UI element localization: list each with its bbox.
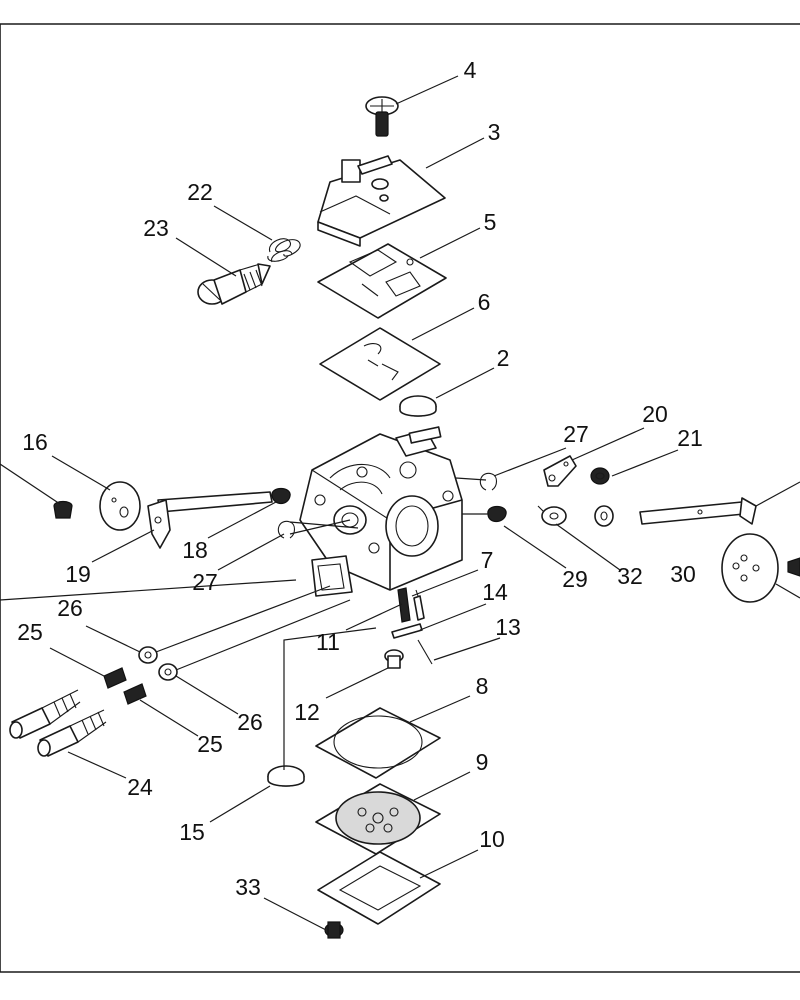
callout-c32: 32 xyxy=(617,563,643,589)
callout-c23: 23 xyxy=(143,215,169,241)
callout-c2: 2 xyxy=(497,345,510,371)
throttle-valve-disc-right xyxy=(721,533,779,603)
part-24-needle-1 xyxy=(9,689,81,739)
part-16-disc xyxy=(99,481,141,531)
part-27-circlip-right xyxy=(479,472,498,491)
callout-c33: 33 xyxy=(235,874,261,900)
part-29-spring xyxy=(487,505,507,523)
part-14-lever xyxy=(391,623,423,639)
callout-c27a: 27 xyxy=(563,421,589,447)
part-5-gasket xyxy=(317,243,447,319)
callout-c19: 19 xyxy=(65,561,91,587)
screw-left xyxy=(53,500,73,519)
callout-c27b: 27 xyxy=(192,569,218,595)
part-32-arm xyxy=(537,505,567,526)
part-2-plug xyxy=(399,395,437,417)
callout-c13: 13 xyxy=(495,614,521,640)
callout-c25b: 25 xyxy=(197,731,223,757)
callout-c7: 7 xyxy=(481,547,494,573)
part-8-gasket xyxy=(315,707,441,779)
callout-labels: 4 3 22 23 5 6 2 27 20 21 16 18 19 27 7 29 32 30 14 26 13 11 25… xyxy=(17,57,703,900)
callout-c8: 8 xyxy=(476,673,489,699)
part-26-washer-2 xyxy=(158,663,178,681)
screw-right-edge xyxy=(787,557,800,577)
throttle-shaft-right xyxy=(639,497,757,525)
callout-c20: 20 xyxy=(642,401,668,427)
callout-c26b: 26 xyxy=(237,709,263,735)
carburetor-body xyxy=(299,426,463,597)
part-22-spring xyxy=(267,238,301,263)
part-26-washer-1 xyxy=(138,646,158,664)
callout-c3: 3 xyxy=(488,119,501,145)
part-27-circlip-left xyxy=(277,520,296,539)
part-4-screw xyxy=(365,96,399,137)
part-10-cover xyxy=(317,851,441,925)
part-33-screw xyxy=(324,921,344,939)
callout-c14: 14 xyxy=(482,579,508,605)
part-25-spring-2 xyxy=(123,683,147,705)
part-30-washer xyxy=(594,505,614,527)
part-25-spring-1 xyxy=(103,667,127,689)
part-19-shaft xyxy=(147,491,273,549)
callout-c16: 16 xyxy=(22,429,48,455)
callout-c30: 30 xyxy=(670,561,696,587)
callout-c21: 21 xyxy=(677,425,703,451)
callout-c6: 6 xyxy=(478,289,491,315)
part-6-diaphragm xyxy=(319,327,441,401)
callout-c18: 18 xyxy=(182,537,208,563)
callout-c26a: 26 xyxy=(57,595,83,621)
callout-c15: 15 xyxy=(179,819,205,845)
part-12-screw xyxy=(384,649,404,669)
part-18-spring xyxy=(271,487,291,505)
part-24-needle-2 xyxy=(37,709,107,757)
callout-c24: 24 xyxy=(127,774,153,800)
callout-c12: 12 xyxy=(294,699,320,725)
callout-c9: 9 xyxy=(476,749,489,775)
callout-c22: 22 xyxy=(187,179,213,205)
leader-lines xyxy=(0,75,800,931)
callout-c4: 4 xyxy=(464,57,477,83)
callout-c25a: 25 xyxy=(17,619,43,645)
part-13-pin xyxy=(417,639,433,665)
part-21-nut xyxy=(590,467,610,485)
part-9-diaphragm xyxy=(315,783,441,855)
part-11-spring xyxy=(397,587,411,623)
part-3-cover xyxy=(317,155,446,247)
part-20-lever xyxy=(543,455,577,487)
callout-c29: 29 xyxy=(562,566,588,592)
part-23-adjust-screw xyxy=(197,263,271,305)
part-7-needle xyxy=(413,589,425,621)
part-15-plug xyxy=(267,765,305,787)
callout-c10: 10 xyxy=(479,826,505,852)
callout-c11: 11 xyxy=(316,629,340,655)
callout-c5: 5 xyxy=(484,209,497,235)
